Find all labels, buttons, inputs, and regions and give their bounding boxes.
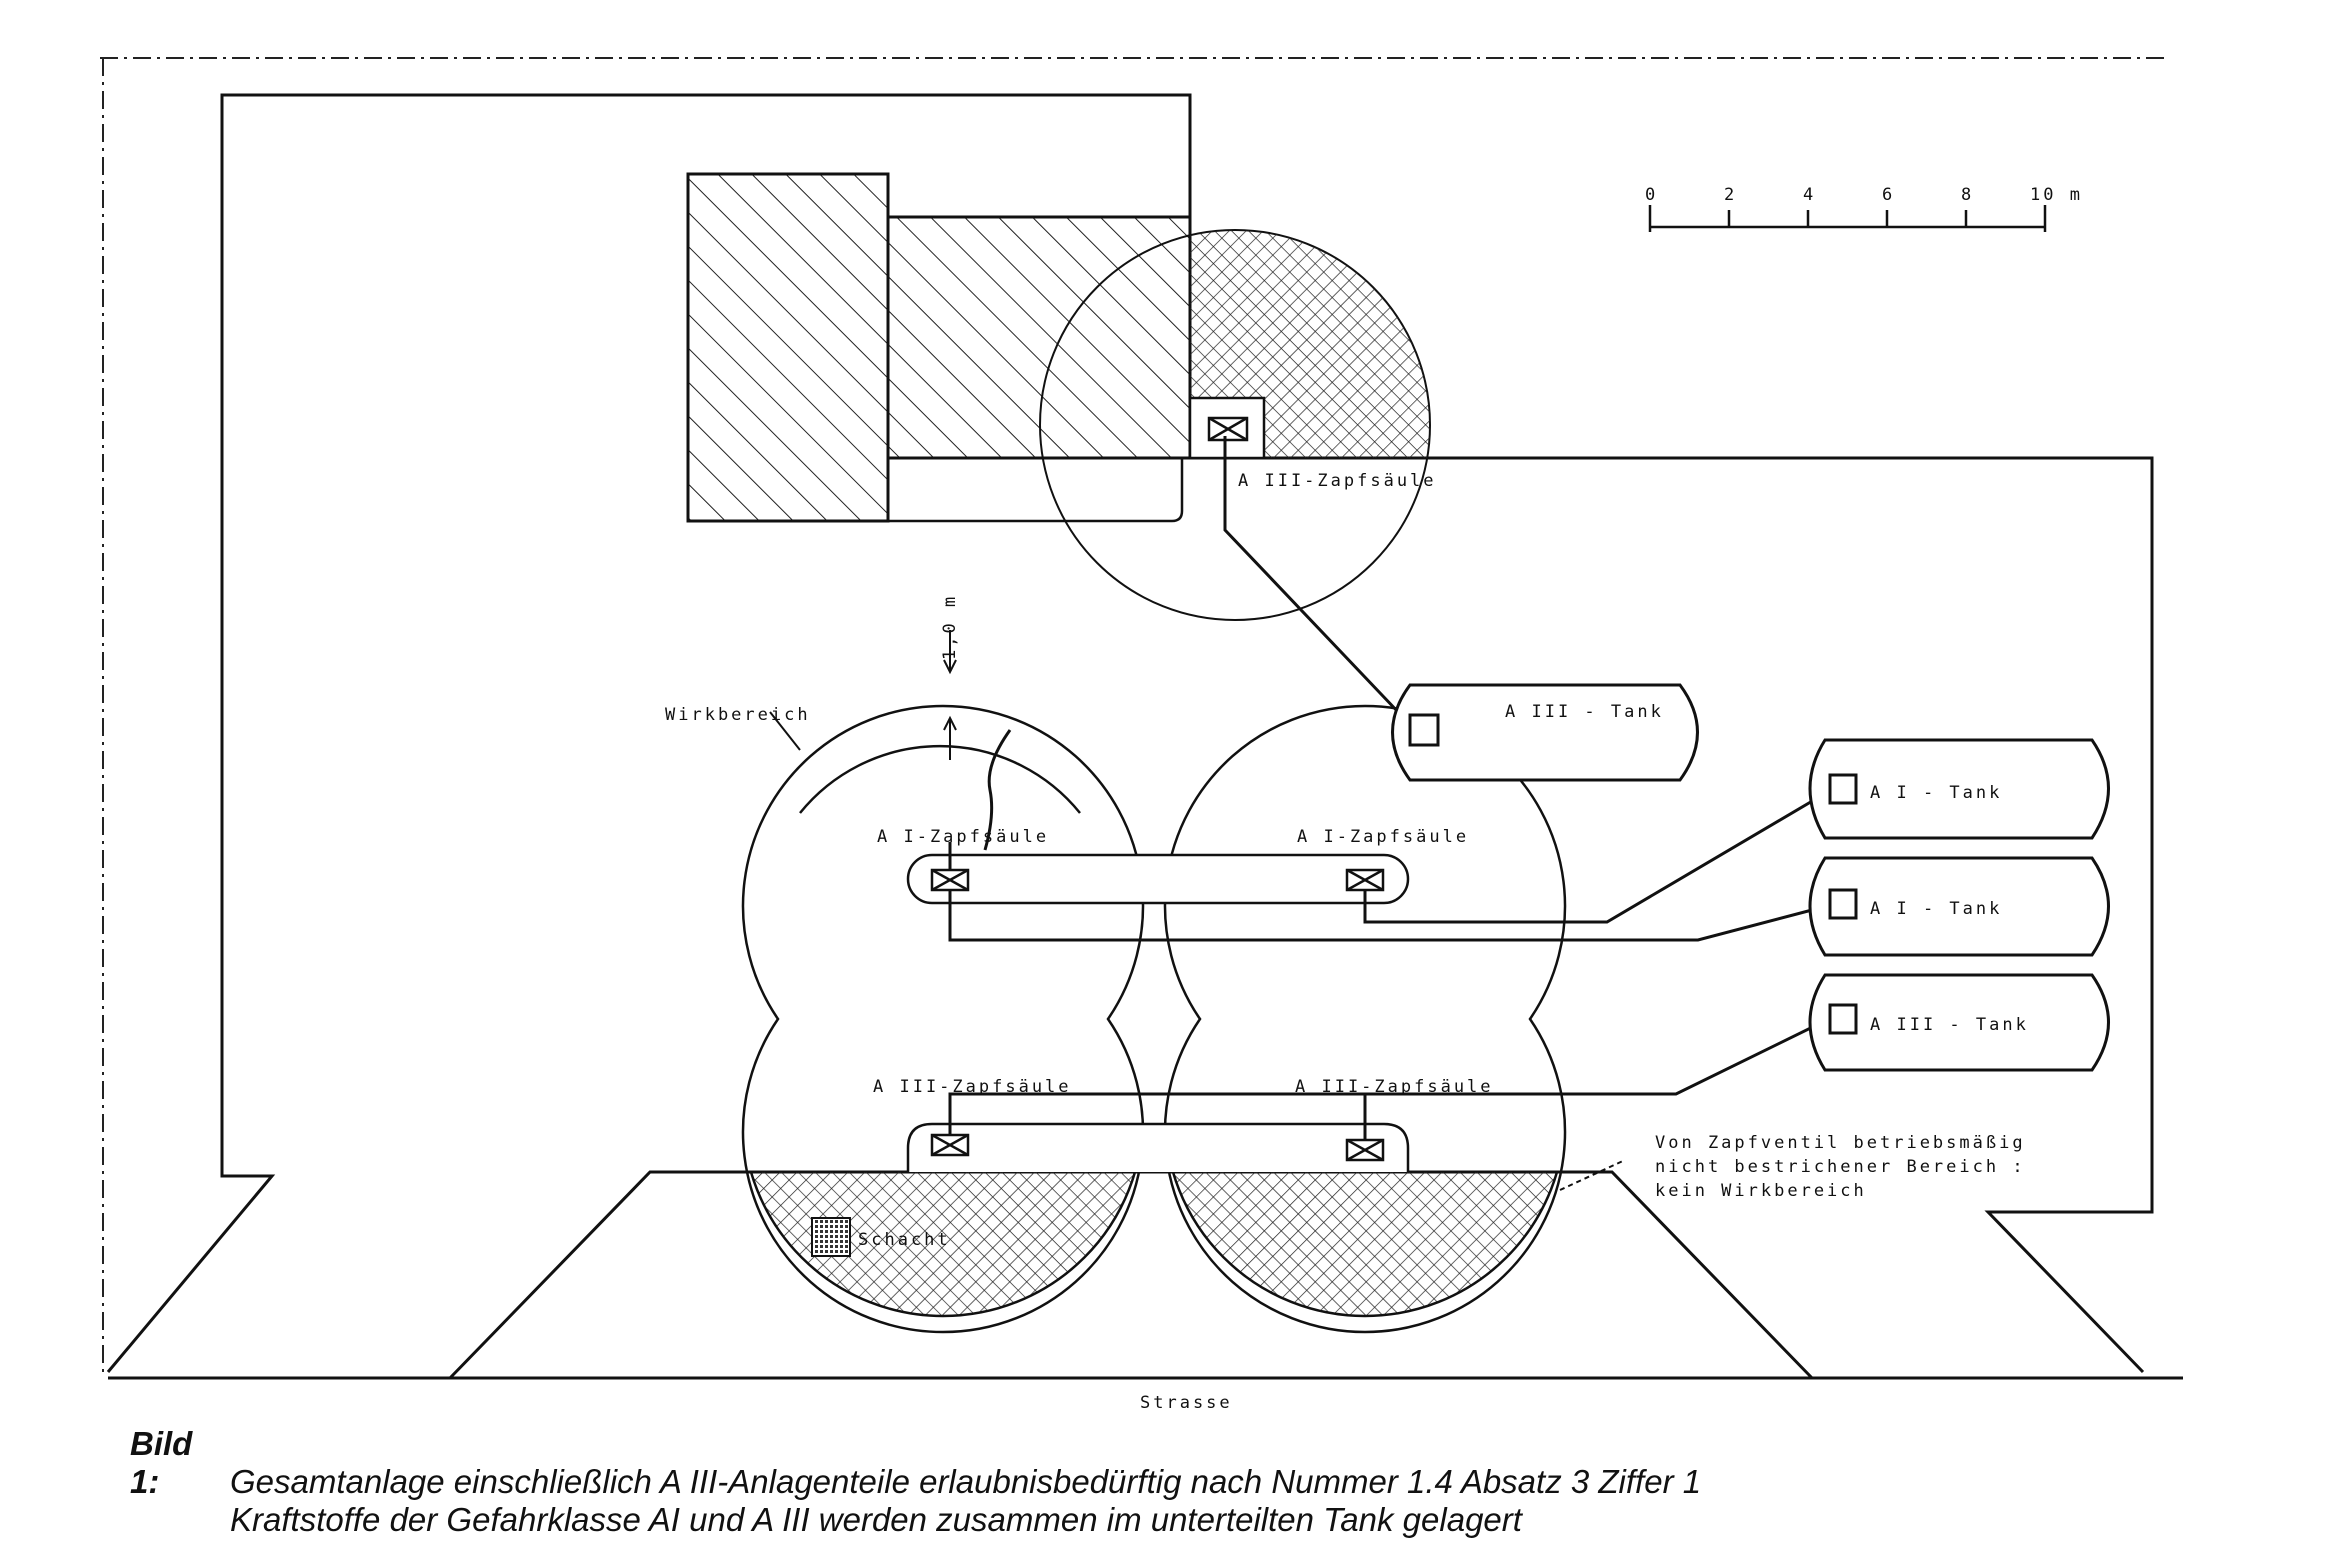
caption-line-1: Bild 1: Gesamtanlage einschließlich A III…	[130, 1425, 2230, 1501]
building-canopy	[886, 458, 1184, 523]
caption-text-1: Gesamtanlage einschließlich A III-Anlage…	[230, 1463, 1702, 1500]
label-a3-dispenser-right: A III-Zapfsäule	[1295, 1077, 1494, 1097]
a3-pipes	[948, 436, 1832, 1140]
label-schacht: Schacht	[858, 1230, 951, 1250]
building-main	[686, 172, 890, 523]
scale-tick-8: 8	[1961, 185, 1974, 205]
scale-tick-10: 10 m	[2030, 185, 2083, 205]
scale-tick-4: 4	[1803, 185, 1816, 205]
a1-dispenser-right-icon	[1345, 868, 1385, 892]
dimension-arrow	[943, 630, 957, 760]
tank-a1-2	[1808, 856, 2110, 957]
wirkbereich-right-outline	[1163, 704, 1567, 1334]
tank-a3-right	[1808, 973, 2110, 1072]
schacht-icon	[811, 1217, 851, 1257]
bottom-left-crosshatch	[749, 1172, 1137, 1318]
wirkbereich-inner-arc	[799, 744, 1081, 814]
figure-caption: Bild 1: Gesamtanlage einschließlich A III…	[130, 1425, 2230, 1539]
label-wirkbereich: Wirkbereich	[665, 705, 811, 725]
label-a1-tank-1: A I - Tank	[1870, 783, 2002, 803]
caption-text-2: Kraftstoffe der Gefahrklasse AI und A II…	[230, 1501, 1522, 1538]
a3-island	[906, 1122, 1410, 1172]
leader-curve	[983, 729, 1012, 851]
note-line-3: kein Wirkbereich	[1655, 1181, 1867, 1201]
label-dimension: 1,0 m	[940, 594, 960, 660]
label-a1-dispenser-right: A I-Zapfsäule	[1297, 827, 1469, 847]
wirkbereich-left-outline	[741, 704, 1145, 1334]
site-plan-diagram: 0 2 4 6 8 10 m	[100, 57, 2183, 1413]
bottom-right-crosshatch	[1171, 1172, 1559, 1318]
note-leader	[1559, 1159, 1626, 1191]
label-a3-tank-right: A III - Tank	[1870, 1015, 2029, 1035]
property-boundary	[100, 57, 2165, 1372]
tank-a1-1	[1808, 738, 2110, 840]
tank-a3-mid	[1391, 683, 1699, 782]
scale-tick-6: 6	[1882, 185, 1895, 205]
a3-dispenser-right-icon	[1345, 1138, 1385, 1162]
scale-tick-2: 2	[1724, 185, 1737, 205]
note-line-2: nicht bestrichener Bereich :	[1655, 1157, 2026, 1177]
building-annex	[886, 215, 1192, 460]
label-strasse: Strasse	[1140, 1393, 1233, 1413]
scale-bar	[1648, 205, 2047, 232]
a3-dispenser-left-icon	[930, 1133, 970, 1157]
a1-island	[906, 853, 1410, 905]
caption-label: Bild 1:	[130, 1425, 193, 1500]
top-dispenser-symbol	[1207, 416, 1249, 442]
road-outline	[108, 1170, 2183, 1380]
label-a3-dispenser-top: A III-Zapfsäule	[1238, 471, 1437, 491]
wirkbereich-leader	[769, 711, 801, 751]
label-a1-tank-2: A I - Tank	[1870, 899, 2002, 919]
note-line-1: Von Zapfventil betriebsmäßig	[1655, 1133, 2026, 1153]
label-a3-dispenser-left: A III-Zapfsäule	[873, 1077, 1072, 1097]
scale-tick-0: 0	[1645, 185, 1658, 205]
label-a3-tank-mid: A III - Tank	[1505, 702, 1664, 722]
a1-dispenser-left-icon	[930, 868, 970, 892]
label-a1-dispenser-left: A I-Zapfsäule	[877, 827, 1049, 847]
